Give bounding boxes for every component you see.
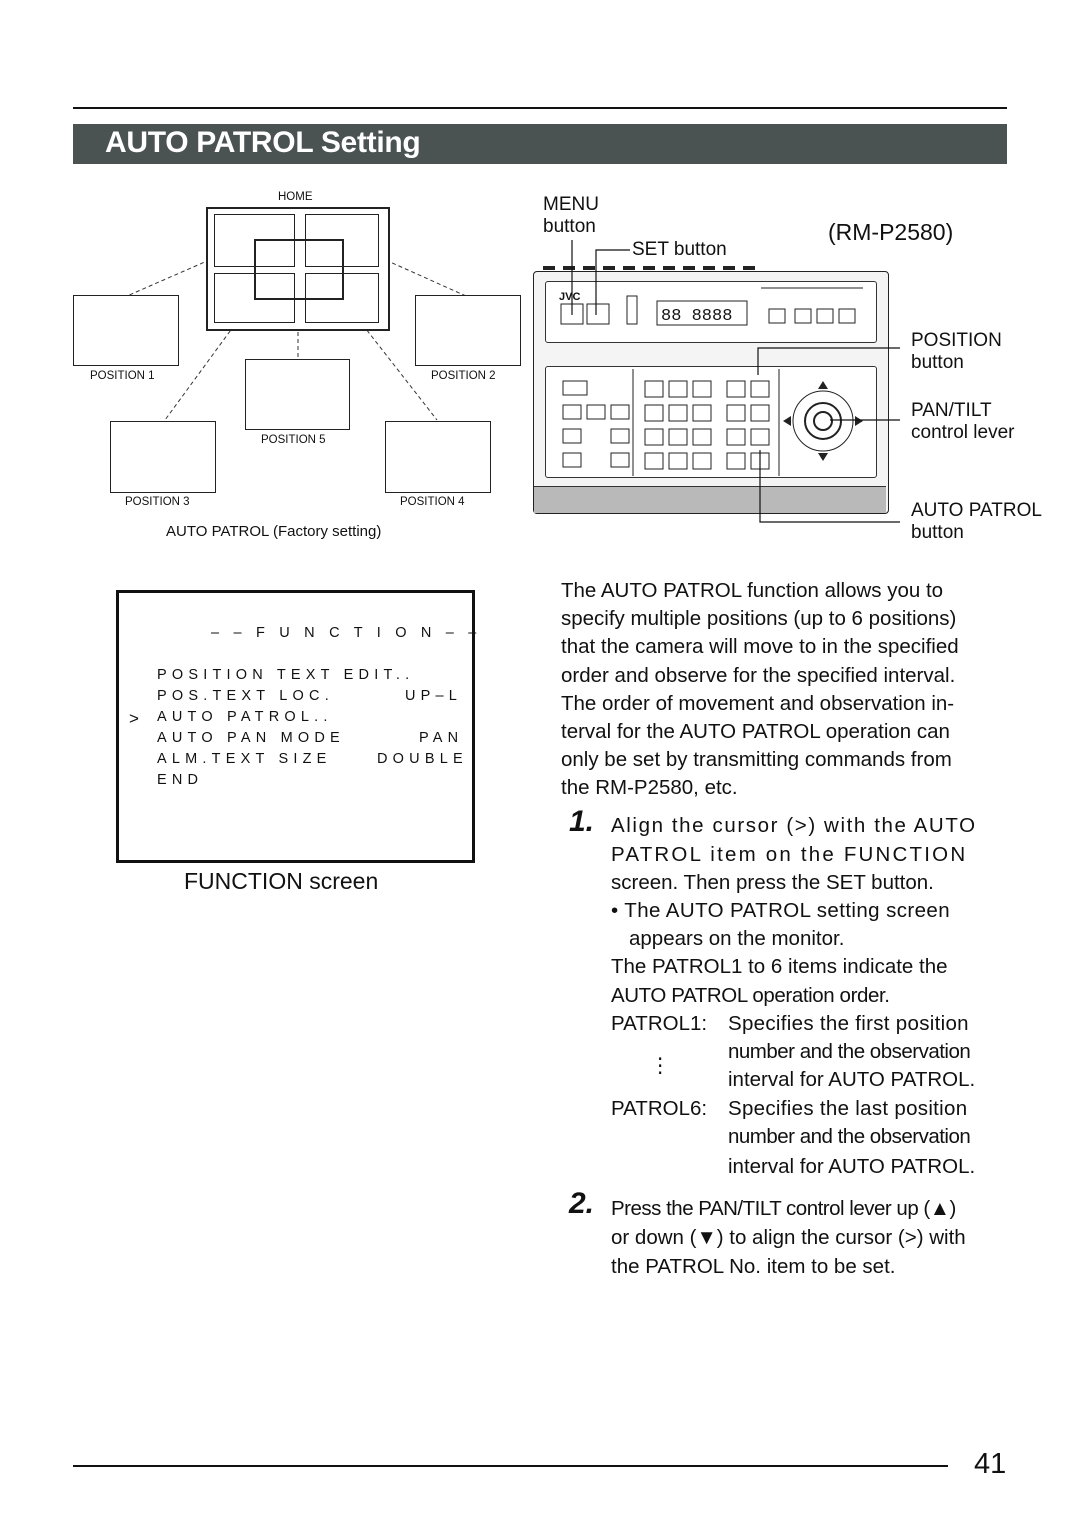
menu-label-line1: MENU <box>543 194 599 215</box>
remote-base-strip <box>534 486 886 513</box>
position-2-label: POSITION 2 <box>431 370 496 382</box>
function-screen-header: – – F U N C T I O N – – <box>211 625 482 641</box>
patrol-ellipsis: ⋮ <box>650 1054 671 1077</box>
menu-label-line2: button <box>543 216 596 237</box>
bottom-rule <box>73 1465 948 1467</box>
pantilt-lever-label-line2: control lever <box>911 422 1015 443</box>
section-title: AUTO PATROL Setting <box>105 126 421 159</box>
patrol1-key: PATROL1: <box>611 1012 708 1035</box>
position-2-monitor <box>415 295 521 366</box>
diagram-caption: AUTO PATROL (Factory setting) <box>166 523 382 540</box>
set-button-label: SET button <box>632 239 727 260</box>
remote-callout-lines <box>571 240 900 523</box>
svg-text:JVC: JVC <box>559 291 580 303</box>
page-number: 41 <box>974 1448 1007 1480</box>
autopatrol-button-label-line2: button <box>911 522 964 543</box>
function-screen-caption: FUNCTION screen <box>184 868 379 894</box>
step-2-number: 2. <box>569 1187 595 1220</box>
step-1-number: 1. <box>569 805 595 838</box>
patrol6-key: PATROL6: <box>611 1097 708 1120</box>
remote-top-strip <box>543 266 763 270</box>
position-3-label: POSITION 3 <box>125 496 190 508</box>
position-5-monitor <box>245 359 350 430</box>
position-1-monitor <box>73 295 179 366</box>
step-1-bullet: • The AUTO PATROL setting screen <box>611 899 950 922</box>
home-label: HOME <box>278 191 313 203</box>
svg-text:88 8888: 88 8888 <box>661 307 732 326</box>
position-button-label-line2: button <box>911 352 964 373</box>
home-center-frame <box>254 239 344 300</box>
position-5-label: POSITION 5 <box>261 434 326 446</box>
position-4-label: POSITION 4 <box>400 496 465 508</box>
function-cursor: > <box>129 709 145 728</box>
function-screen: – – F U N C T I O N – – POSITION TEXT ED… <box>116 590 476 863</box>
top-rule <box>73 107 1007 109</box>
position-1-label: POSITION 1 <box>90 370 155 382</box>
position-3-monitor <box>110 421 216 493</box>
section-title-bar: AUTO PATROL Setting <box>73 124 1007 164</box>
position-button-label-line1: POSITION <box>911 330 1002 351</box>
pantilt-lever-label-line1: PAN/TILT <box>911 400 992 421</box>
remote-details: JVC 88 8888 <box>559 287 863 476</box>
position-4-monitor <box>385 421 491 493</box>
autopatrol-button-label-line1: AUTO PATROL <box>911 500 1042 521</box>
model-label: (RM-P2580) <box>828 219 954 245</box>
